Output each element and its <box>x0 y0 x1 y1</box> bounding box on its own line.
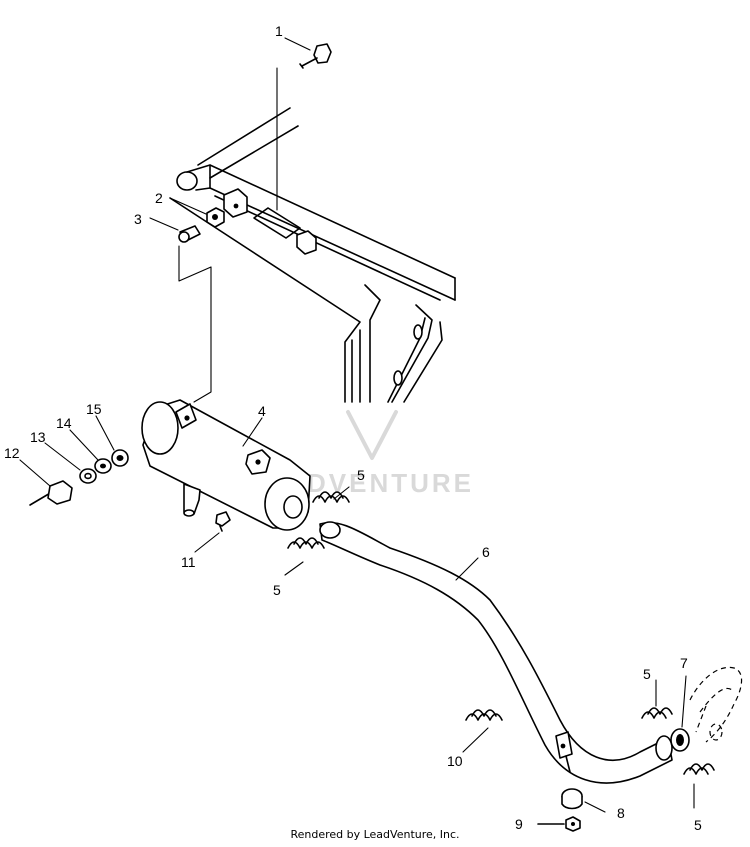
callout-14: 14 <box>56 415 72 431</box>
part-3-spacer[interactable] <box>178 225 201 243</box>
callout-11: 11 <box>181 554 196 570</box>
callout-15: 15 <box>86 401 102 417</box>
footer-credit: Rendered by LeadVenture, Inc. <box>290 828 460 841</box>
callout-5c: 5 <box>643 666 651 682</box>
callout-5d: 5 <box>694 817 702 833</box>
part-14-washer[interactable] <box>94 458 112 474</box>
callout-9: 9 <box>515 816 523 832</box>
part-1-bolt[interactable] <box>299 43 332 69</box>
frame <box>169 107 456 403</box>
callout-4: 4 <box>258 403 266 419</box>
part-7-gasket[interactable] <box>670 728 690 752</box>
part-5-spring-lower[interactable] <box>287 537 325 549</box>
part-15-grommet[interactable] <box>111 449 129 467</box>
callout-2: 2 <box>155 190 163 206</box>
engine-exhaust-port <box>689 666 743 743</box>
callout-8: 8 <box>617 805 625 821</box>
part-5-spring-right-upper[interactable] <box>641 707 673 719</box>
callout-3: 3 <box>134 211 142 227</box>
part-6-head-pipe[interactable] <box>319 521 673 784</box>
callout-7: 7 <box>680 655 688 671</box>
part-13-lock-washer[interactable] <box>79 468 97 484</box>
callout-1: 1 <box>275 23 283 39</box>
part-12-nut[interactable] <box>29 480 73 506</box>
part-2-bushing[interactable] <box>206 207 225 228</box>
callout-5b: 5 <box>273 582 281 598</box>
callout-5a: 5 <box>357 467 365 483</box>
callout-10: 10 <box>447 753 463 769</box>
callout-6: 6 <box>482 544 490 560</box>
part-5-spring-upper[interactable] <box>312 491 350 503</box>
callout-12: 12 <box>4 445 20 461</box>
callout-13: 13 <box>30 429 46 445</box>
part-8-rubber-damper[interactable] <box>561 788 583 810</box>
part-4-muffler[interactable] <box>141 399 311 531</box>
part-5-spring-right-lower[interactable] <box>683 763 715 775</box>
part-11-bolt[interactable] <box>215 511 231 532</box>
part-9-nut[interactable] <box>537 816 581 832</box>
part-10-spring[interactable] <box>465 709 503 721</box>
